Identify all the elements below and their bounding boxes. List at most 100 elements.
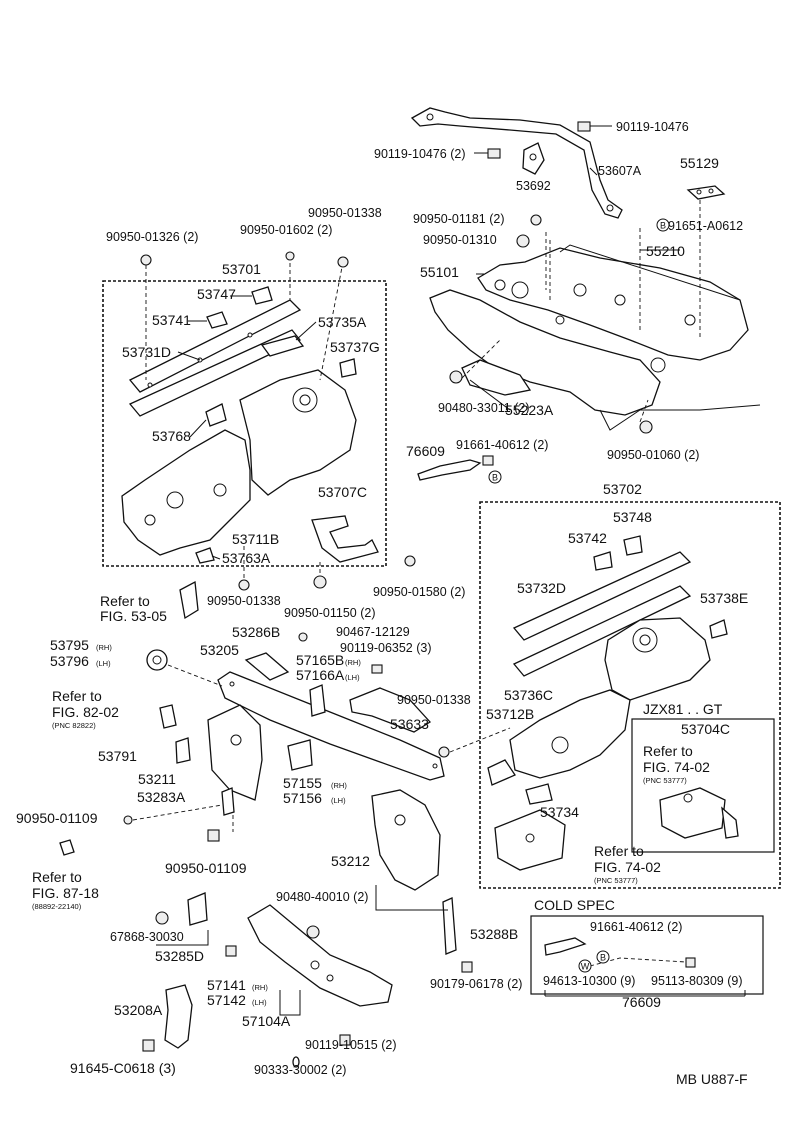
label-l-55101: 55101 (420, 264, 459, 280)
label-l-90119-10515: 90119-10515 (2) (305, 1038, 397, 1052)
bracket-53286b (244, 652, 290, 681)
label-l-mb-u887f: MB U887-F (676, 1071, 748, 1087)
label-l-90480-40010: 90480-40010 (2) (276, 890, 368, 904)
support-53211 (207, 704, 263, 801)
strip-76609-cold-spec (544, 937, 587, 956)
brace-53707c (311, 515, 379, 563)
label-l-53791: 53791 (98, 748, 137, 764)
bracket-57165b (309, 684, 326, 717)
bracket-53791 (175, 737, 191, 764)
label-l-53288b: 53288B (470, 926, 518, 942)
bracket-53734 (525, 783, 553, 805)
bracket-53748 (623, 535, 643, 556)
label-l-76609-b: 76609 (622, 994, 661, 1010)
plug-90480-33011 (449, 370, 463, 384)
label-l-57166a: 57166A (296, 667, 345, 683)
bracket-53738e (709, 619, 728, 639)
assembly-box-53702 (479, 501, 781, 889)
bracket-53747 (251, 286, 273, 305)
circled-symbol-ring (578, 959, 592, 973)
label-l-refer-7402-a2: FIG. 74-02 (643, 759, 710, 775)
label-l-53742: 53742 (568, 530, 607, 546)
bracket-53768 (205, 403, 227, 427)
label-l-57155-rh: (RH) (331, 781, 347, 790)
label-l-67868: 67868-30030 (110, 930, 184, 944)
apron-53712b (487, 617, 711, 786)
label-l-53763a: 53763A (222, 550, 271, 566)
label-l-90950-01338-c: 90950-01338 (397, 693, 471, 707)
label-l-53796-lh: (LH) (96, 659, 111, 668)
label-l-53736c: 53736C (504, 687, 553, 703)
variant-box-cold-spec (530, 915, 764, 995)
bracket-57155 (287, 739, 313, 771)
label-l-57165b: 57165B (296, 652, 344, 668)
bracket-53742 (593, 551, 613, 571)
bolt-67868-30030 (155, 911, 169, 925)
label-l-90950-01060: 90950-01060 (2) (607, 448, 699, 462)
label-l-refer-7402-a3: (PNC 53777) (643, 776, 687, 785)
clip-90950-01181 (530, 214, 542, 226)
label-l-refer-8202-a: Refer to (52, 688, 102, 704)
label-l-95113: 95113-80309 (9) (651, 974, 743, 988)
dash-panel-55101 (429, 244, 761, 431)
label-l-57165b-rh: (RH) (345, 658, 361, 667)
label-l-cold-spec: COLD SPEC (534, 897, 615, 913)
label-l-53768: 53768 (152, 428, 191, 444)
label-l-57142-lh: (LH) (252, 998, 267, 1007)
bolt-95113-80309 (685, 957, 696, 968)
label-l-53735a: 53735A (318, 314, 367, 330)
label-l-refer-7402-b2: FIG. 74-02 (594, 859, 661, 875)
label-l-90950-01326: 90950-01326 (2) (106, 230, 198, 244)
label-l-53738e: 53738E (700, 590, 748, 606)
label-l-53731d: 53731D (122, 344, 171, 360)
circled-symbol-ring (656, 218, 670, 232)
label-l-refer-8202-b: FIG. 82-02 (52, 704, 119, 720)
bracket-53283a (221, 787, 235, 816)
label-l-90950-01338-b: 90950-01338 (207, 594, 281, 608)
bracket-53763a (195, 547, 215, 564)
strip-76609 (417, 455, 494, 481)
support-53205 (217, 671, 445, 781)
plug-90950-01060 (639, 420, 653, 434)
plug-90950-01338-b (238, 579, 250, 591)
plug-90950-01338-c (438, 746, 450, 758)
clip-90333-30002 (292, 1056, 300, 1068)
label-l-53734: 53734 (540, 804, 579, 820)
label-l-57141: 57141 (207, 977, 246, 993)
label-l-57155: 57155 (283, 775, 322, 791)
label-l-90119-10476-a: 90119-10476 (616, 120, 689, 134)
label-l-76609-a: 76609 (406, 443, 445, 459)
label-l-91661-b: 91661-40612 (2) (590, 920, 682, 934)
plug-90950-01150 (313, 575, 327, 589)
plug-90480-40010 (306, 925, 320, 939)
label-l-53212: 53212 (331, 853, 370, 869)
bracket-53735a (260, 335, 305, 357)
label-l-53208a: 53208A (114, 1002, 163, 1018)
bracket-55129 (686, 185, 726, 200)
circled-symbol-letter: B (600, 953, 606, 963)
label-l-refer-8202-c: (PNC 82822) (52, 721, 96, 730)
label-l-91661-a: 91661-40612 (2) (456, 438, 548, 452)
bracket-53208a (164, 984, 193, 1049)
bracket-refer-82-02 (159, 704, 177, 729)
label-l-90179: 90179-06178 (2) (430, 977, 522, 991)
plug-90950-01602 (285, 251, 295, 261)
label-l-53702: 53702 (603, 481, 642, 497)
label-l-90950-01310: 90950-01310 (423, 233, 497, 247)
bracket-53795 (146, 649, 168, 671)
label-l-53704c: 53704C (681, 721, 730, 737)
circled-symbol-sym-b-3: B (596, 950, 610, 964)
brace-53607a (410, 107, 623, 219)
label-l-refer-5305-a: Refer to (100, 593, 150, 609)
rail-53732d (512, 551, 692, 677)
label-l-53732d: 53732D (517, 580, 566, 596)
label-l-57142: 57142 (207, 992, 246, 1008)
label-l-53711b: 53711B (232, 531, 279, 547)
label-l-53692: 53692 (516, 179, 551, 193)
mount-53704c (659, 787, 739, 839)
variant-box-jzx81-gt (631, 718, 775, 853)
label-l-55223a: 55223A (505, 402, 554, 418)
label-l-90333: 90333-30002 (2) (254, 1063, 346, 1077)
label-l-90950-01181: 90950-01181 (2) (413, 212, 505, 226)
label-l-55129: 55129 (680, 155, 719, 171)
